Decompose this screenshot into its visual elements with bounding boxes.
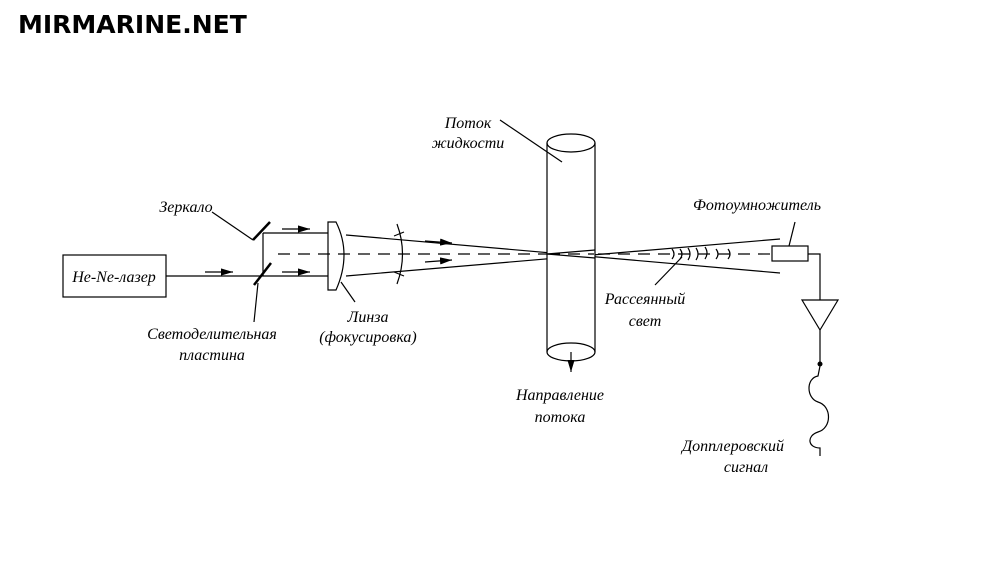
splitter-label: пластина [179,347,245,364]
scattered-light-label: свет [629,313,662,330]
photomultiplier-label: Фотоумножитель [693,197,821,214]
doppler-signal-label: сигнал [724,459,768,476]
doppler-signal-label: Допплеровский [680,438,784,455]
lens-label: (фокусировка) [319,329,417,346]
laser-label: He-Ne-лазер [71,269,156,286]
watermark-logo: MIRMARINE.NET [18,10,247,39]
doppler-signal-waveform [808,365,830,456]
splitter-label: Светоделительная [147,326,277,343]
flow-direction-label: Направление [515,387,604,404]
mirror-label: Зеркало [159,199,212,216]
flow-label: Поток [444,115,492,132]
flow-cylinder [546,133,596,362]
mirror [252,221,271,241]
lens [327,221,345,291]
lens-label: Линза [346,309,388,326]
flow-direction-label: потока [535,409,586,426]
scattered-light-label: Рассеянный [604,291,685,308]
flow-label: жидкости [432,135,505,152]
wavefront [396,223,404,285]
photomultiplier [771,245,809,262]
amplifier [800,299,840,332]
